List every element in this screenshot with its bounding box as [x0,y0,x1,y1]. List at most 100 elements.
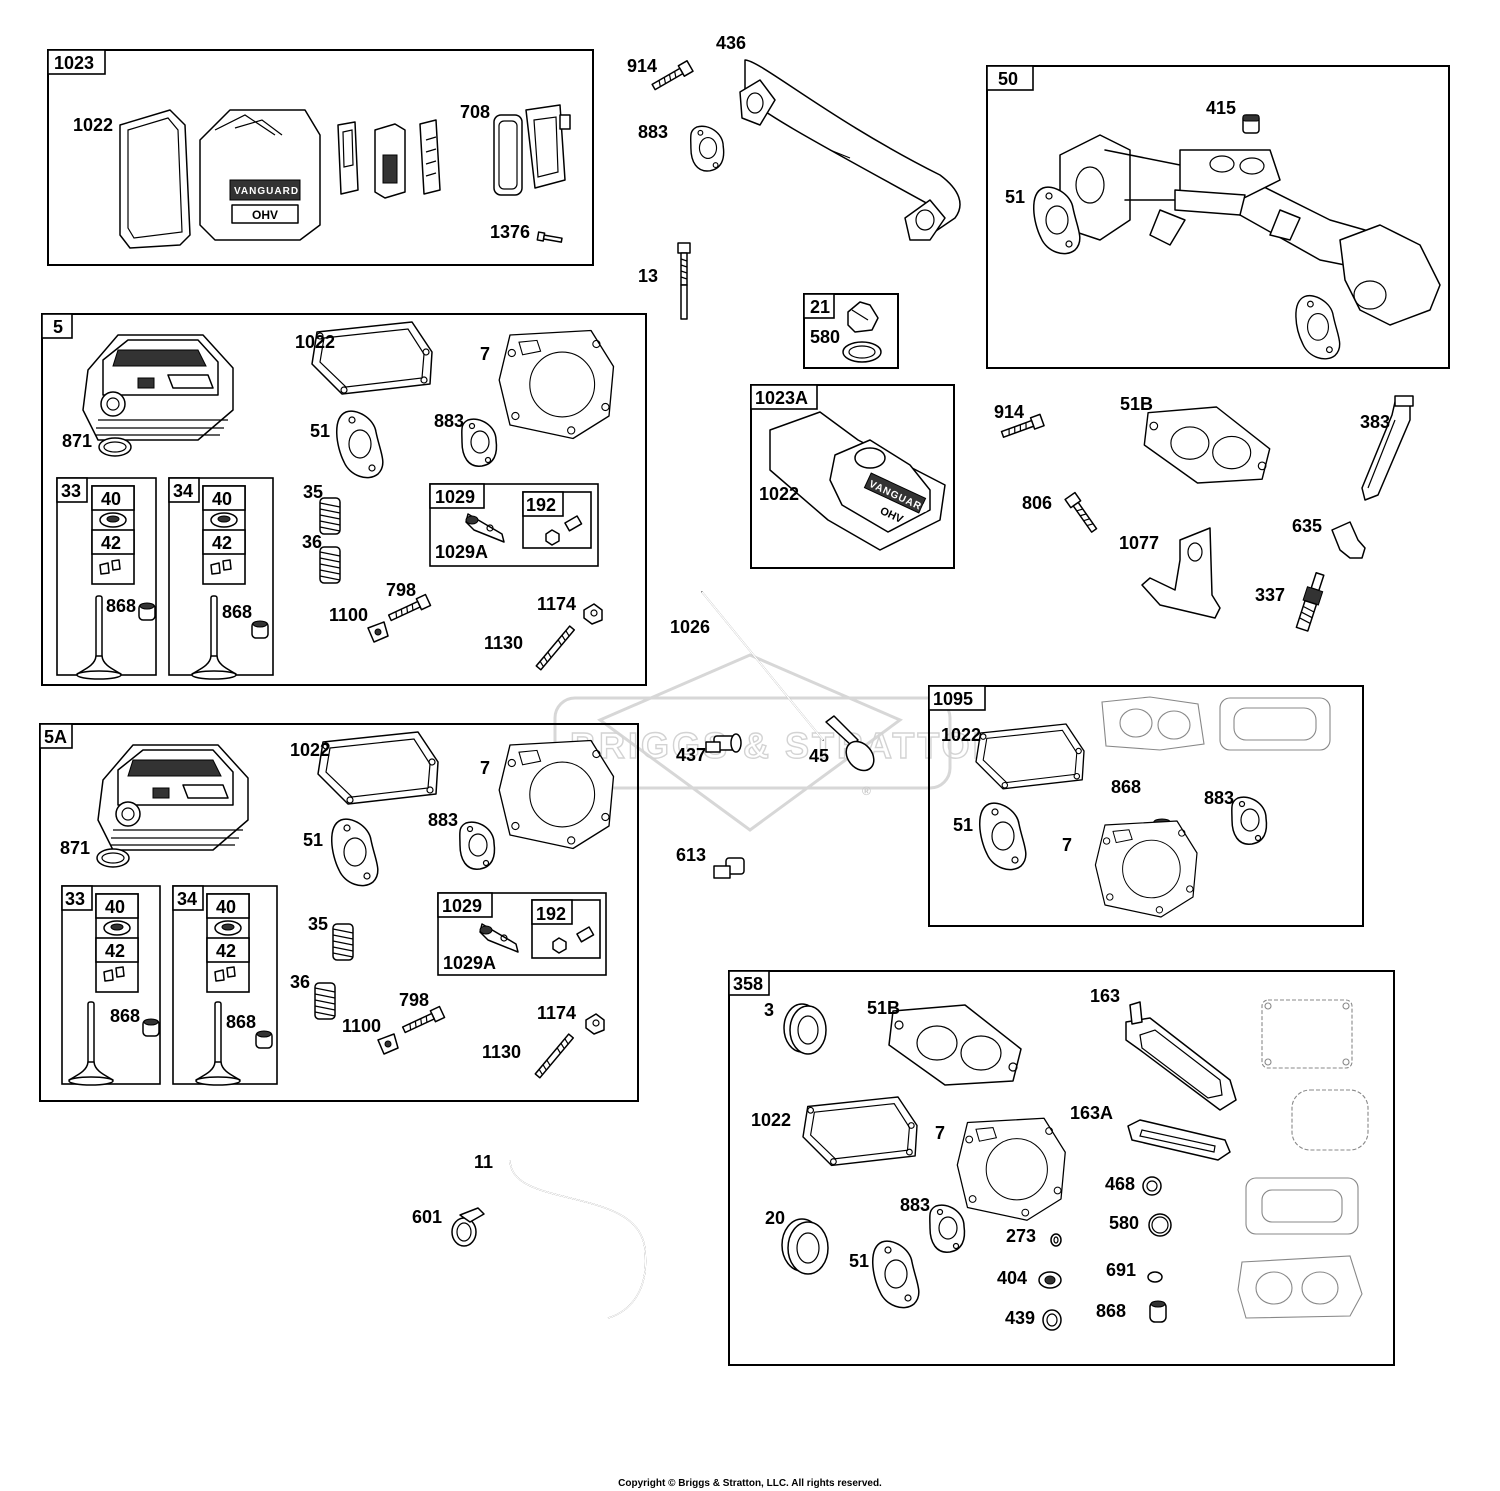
washer-439[interactable] [1042,1309,1062,1331]
nut-1174[interactable] [585,1013,605,1035]
cylinder-head[interactable] [97,744,249,851]
spring-35[interactable] [319,497,341,535]
gasket-883-top[interactable] [689,125,725,172]
keepers-42[interactable] [103,966,125,982]
valve-seal-868[interactable] [1149,1300,1167,1323]
callout: 601 [412,1207,442,1227]
gasket-163a[interactable] [1127,1119,1231,1161]
group-1023a[interactable]: 1023A VANGUARD OHV [750,384,955,569]
keepers-42[interactable] [99,559,121,575]
head-gasket-7[interactable] [956,1117,1066,1221]
spark-plug-337[interactable] [1294,572,1327,632]
tappet-45[interactable] [825,715,879,776]
valve-seal-868[interactable] [251,620,269,639]
cover-seal[interactable] [493,114,523,196]
breather-cover[interactable] [525,104,566,189]
washer-468[interactable] [1142,1176,1162,1196]
bracket-1077[interactable] [1141,527,1221,619]
hose-clamp-601[interactable] [451,1207,485,1247]
o-ring-580[interactable] [1148,1213,1172,1237]
spark-boot-635[interactable] [1331,521,1366,559]
bracket-1100[interactable] [367,621,389,643]
spring-36[interactable] [314,982,336,1020]
head-gasket-7[interactable] [1094,820,1198,918]
cylinder-head[interactable] [82,334,234,441]
callout: 36 [290,972,310,992]
stud-1130[interactable] [534,1033,575,1079]
group-5a[interactable]: 5A 33 40 42 34 40 42 [39,723,639,1102]
valve-cover[interactable]: VANGUARD OHV [199,109,321,241]
gasket-883[interactable] [459,821,496,870]
gasket-51[interactable] [330,818,379,887]
washer-273[interactable] [1050,1233,1062,1247]
gasket-1022[interactable] [975,723,1085,790]
retainer-40[interactable] [103,920,131,936]
seal-871[interactable] [96,848,130,868]
gasket-883[interactable] [1231,796,1268,845]
bolt-13[interactable] [677,242,691,320]
group-21[interactable]: 21 [803,293,899,369]
valve-seal-868[interactable] [138,602,156,621]
o-ring-580[interactable] [842,341,882,363]
valve-cover-gasket[interactable] [119,109,191,249]
valve[interactable] [68,1001,114,1086]
screw-1376[interactable] [536,231,563,244]
gasket-51-manifold-right[interactable] [1295,294,1341,360]
bearing-20[interactable] [781,1218,829,1275]
plug-415[interactable] [1242,114,1260,134]
group-358[interactable]: 358 [728,970,1395,1366]
rocker-arm-1029a[interactable] [465,513,505,543]
rocker-arm-1029a[interactable] [479,923,519,953]
intake-manifold[interactable] [1059,134,1441,326]
group-tag: 358 [733,974,763,994]
group-1095[interactable]: 1095 [928,685,1364,927]
callout-labels: 1022 708 1376 914 436 883 13 415 51 1022… [60,33,1390,1328]
seal-871[interactable] [98,437,132,457]
stud-1130[interactable] [535,625,576,671]
callout: 914 [994,402,1024,422]
gasket-163[interactable] [1125,1001,1237,1111]
retainer-40[interactable] [214,920,242,936]
bolt-798[interactable] [400,1005,446,1036]
gasket-51[interactable] [978,802,1027,871]
valve-cover-1023a[interactable]: VANGUARD OHV [769,411,946,551]
group-50[interactable]: 50 [986,65,1450,369]
fitting-613[interactable] [713,857,745,879]
callout: 1022 [759,484,799,504]
breather-gasket[interactable] [337,121,359,195]
nut-1174[interactable] [583,603,603,625]
ignition-module-383[interactable] [1361,395,1414,501]
gasket-1022[interactable] [317,731,439,805]
group-1023[interactable]: 1023 VANGUARD OHV [47,49,594,266]
head-gasket-7[interactable] [498,739,615,850]
gasket-883[interactable] [461,418,498,467]
pushrod-1026[interactable] [701,591,824,741]
breather-plate[interactable] [419,119,441,195]
hose-11[interactable] [509,1159,647,1319]
bracket-1100[interactable] [377,1033,399,1055]
retainer-40[interactable] [99,512,127,528]
keepers-42[interactable] [210,559,232,575]
adjuster-192[interactable] [545,515,583,546]
head-gasket-7[interactable] [498,329,615,440]
fitting-437[interactable] [705,733,742,753]
exhaust-pipe[interactable] [739,59,961,241]
spring-35[interactable] [332,923,354,961]
gasket-883[interactable] [929,1204,966,1253]
bolt-806[interactable] [1064,491,1100,535]
gasket-51[interactable] [871,1240,920,1309]
gasket-51b[interactable] [1143,406,1271,484]
adjuster-192[interactable] [552,926,595,954]
seal-691[interactable] [1147,1271,1163,1283]
retainer-40[interactable] [210,512,238,528]
gasket-51b[interactable] [888,1004,1022,1086]
washer-404[interactable] [1038,1271,1062,1289]
gasket-1022[interactable] [802,1096,918,1167]
spring-36[interactable] [319,546,341,584]
valve-seal-868[interactable] [255,1030,273,1049]
group-5[interactable]: 5 33 40 42 34 40 42 [41,313,647,686]
gasket-51[interactable] [335,410,384,479]
valve-seal-868[interactable] [142,1018,160,1037]
keepers-42[interactable] [214,966,236,982]
bearing-3[interactable] [783,1003,827,1055]
